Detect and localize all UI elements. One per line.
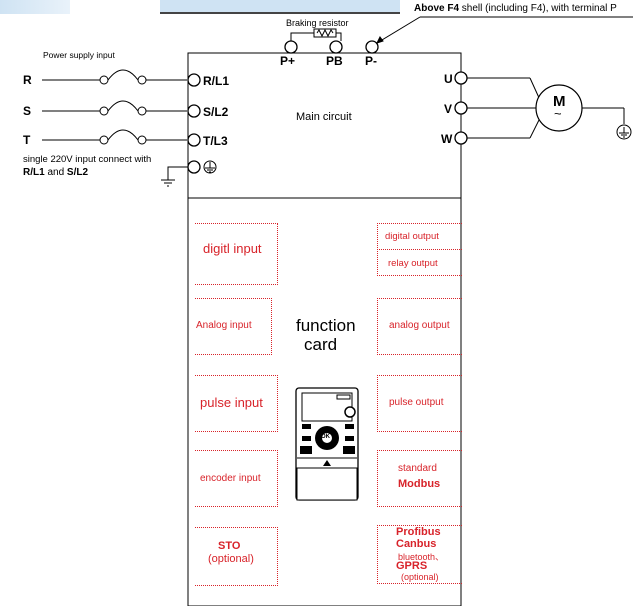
encoder-input-label: encoder input	[200, 473, 261, 484]
above-f4-label: Above F4 shell (including F4), with term…	[414, 3, 617, 14]
sto-optional-label: (optional)	[208, 553, 254, 565]
fieldbus-box	[377, 525, 462, 584]
terminal-p-minus: P-	[365, 54, 377, 68]
profibus-label: Profibus	[396, 526, 441, 538]
keypad-ok-label: OK	[321, 434, 330, 440]
terminal-w: W	[441, 132, 453, 146]
note-r-l1: R/L1	[23, 167, 45, 178]
gprs-label: GPRS	[396, 560, 428, 572]
analog-input-box	[195, 298, 272, 355]
input-s: S	[23, 104, 32, 118]
keypad-icon	[295, 387, 359, 501]
output-terminals	[454, 71, 468, 145]
input-r: R	[23, 73, 32, 87]
input-wires	[42, 69, 187, 145]
sto-box	[195, 527, 278, 586]
drive-enclosure	[187, 52, 462, 606]
bluetooth-label: bluetooth、	[398, 552, 445, 562]
pulse-input-box	[195, 375, 278, 432]
motor-label: M	[553, 93, 566, 110]
above-f4-rest: shell (including F4), with terminal P	[459, 3, 617, 14]
single-phase-note-line2: R/L1 and S/L2	[23, 167, 88, 178]
above-f4-bold: Above F4	[414, 3, 460, 14]
motor-ground-icon	[582, 107, 632, 140]
terminal-v: V	[444, 102, 453, 116]
terminal-u: U	[444, 72, 453, 86]
top-left-banner	[0, 0, 70, 14]
motor-symbol: ~	[554, 106, 562, 121]
pulse-output-label: pulse output	[389, 397, 444, 408]
left-terminals	[187, 73, 201, 174]
above-f4-arrow	[376, 16, 633, 44]
note-s-l2: S/L2	[66, 167, 89, 178]
digital-input-label: digitl input	[203, 241, 262, 256]
function-card-line1: function	[296, 316, 356, 335]
braking-resistor-icon	[290, 28, 342, 41]
terminal-t-l3: T/L3	[203, 134, 228, 148]
fieldbus-optional-label: (optional)	[401, 572, 439, 582]
terminal-pb: PB	[326, 54, 343, 68]
standard-label: standard	[398, 463, 437, 474]
pulse-input-label: pulse input	[200, 395, 263, 410]
canbus-label: Canbus	[396, 538, 437, 550]
input-t: T	[23, 133, 31, 147]
modbus-label: Modbus	[398, 478, 441, 490]
digital-output-label: digital output	[385, 231, 439, 242]
top-banner	[160, 0, 400, 14]
motor-wires	[467, 77, 541, 139]
terminal-s-l2: S/L2	[203, 105, 229, 119]
note-and: and	[44, 167, 67, 178]
relay-output-box	[377, 249, 462, 276]
relay-output-label: relay output	[388, 258, 438, 269]
power-supply-title: Power supply input	[43, 50, 115, 60]
analog-output-label: analog output	[389, 320, 450, 331]
braking-resistor-label: Braking resistor	[286, 18, 349, 28]
digital-input-box	[195, 223, 278, 285]
main-circuit-label: Main circuit	[296, 111, 352, 123]
single-phase-note: single 220V input connect with	[23, 154, 152, 165]
left-ground-icon	[161, 160, 217, 187]
pulse-output-box	[377, 375, 462, 432]
analog-output-box	[377, 298, 462, 355]
terminal-p-plus: P+	[280, 54, 296, 68]
dc-bus-terminals	[284, 40, 379, 54]
encoder-input-box	[195, 450, 278, 507]
analog-input-label: Analog input	[196, 320, 252, 331]
modbus-box	[377, 450, 462, 507]
digital-output-box	[377, 223, 462, 250]
terminal-r-l1: R/L1	[203, 74, 230, 88]
function-card-line2: card	[304, 335, 338, 354]
sto-label: STO	[218, 540, 241, 552]
